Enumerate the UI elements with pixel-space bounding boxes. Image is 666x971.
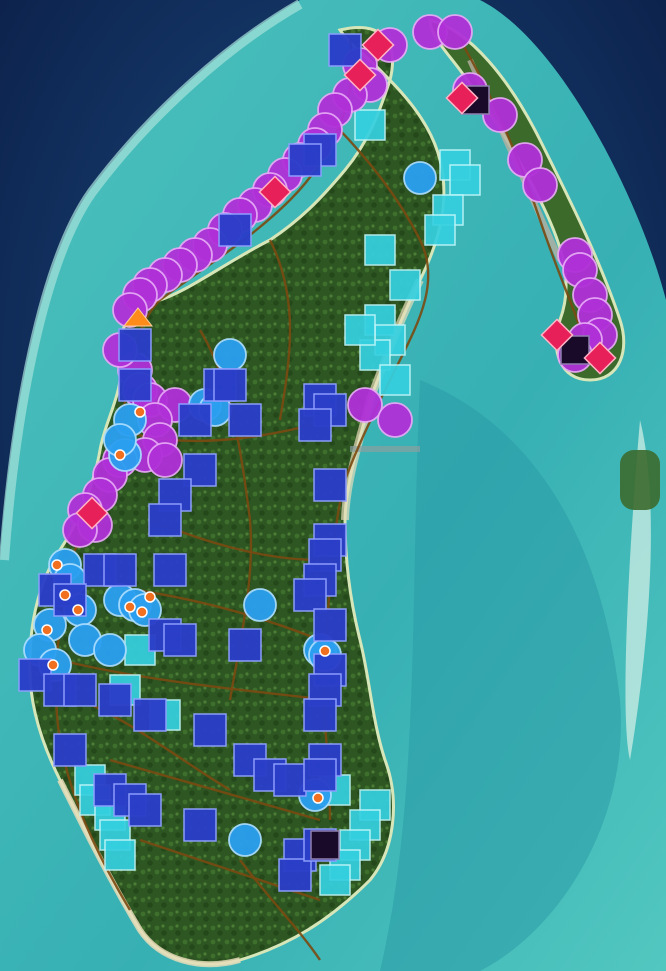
dark-square-marker[interactable]	[298, 408, 332, 442]
dark-square-marker[interactable]	[118, 328, 152, 362]
red-diamond-marker[interactable]	[540, 318, 574, 352]
road-14[interactable]	[79, 698, 231, 792]
road-8[interactable]	[109, 758, 321, 822]
blue-circle-marker[interactable]	[93, 633, 127, 667]
cyan-square-marker[interactable]	[389, 269, 421, 301]
red-diamond-marker[interactable]	[445, 81, 479, 115]
dark-square-marker[interactable]	[63, 673, 97, 707]
black-square-marker[interactable]	[310, 830, 340, 860]
orange-dot-marker[interactable]	[114, 449, 126, 461]
magenta-circle-marker[interactable]	[347, 387, 383, 423]
dark-square-marker[interactable]	[313, 608, 347, 642]
cyan-square-marker[interactable]	[449, 164, 481, 196]
dark-square-marker[interactable]	[228, 628, 262, 662]
reef-edge	[0, 0, 303, 561]
red-diamond-marker[interactable]	[258, 175, 292, 209]
dark-square-marker[interactable]	[228, 403, 262, 437]
orange-dot-marker[interactable]	[72, 604, 84, 616]
dark-square-marker[interactable]	[278, 858, 312, 892]
orange-triangle-marker[interactable]	[122, 307, 154, 327]
orange-dot-marker[interactable]	[41, 624, 53, 636]
red-diamond-marker[interactable]	[343, 58, 377, 92]
magenta-circle-marker[interactable]	[147, 442, 183, 478]
road-11[interactable]	[268, 239, 292, 421]
red-diamond-layer	[75, 28, 617, 530]
dark-square-marker[interactable]	[148, 503, 182, 537]
magenta-circle-marker[interactable]	[377, 402, 413, 438]
red-diamond-marker[interactable]	[75, 496, 109, 530]
dark-square-marker[interactable]	[293, 578, 327, 612]
dark-square-marker[interactable]	[303, 698, 337, 732]
cyan-square-marker[interactable]	[319, 864, 351, 896]
blue-circle-marker[interactable]	[213, 338, 247, 372]
dark-square-marker[interactable]	[273, 763, 307, 797]
orange-dot-marker[interactable]	[136, 606, 148, 618]
cyan-square-marker[interactable]	[424, 214, 456, 246]
road-13[interactable]	[239, 859, 321, 961]
orange-dot-marker[interactable]	[47, 659, 59, 671]
magenta-circle-marker[interactable]	[522, 167, 558, 203]
orange-dot-marker[interactable]	[134, 406, 146, 418]
blue-circle-marker[interactable]	[243, 588, 277, 622]
magenta-circle-marker[interactable]	[437, 14, 473, 50]
dark-square-marker[interactable]	[303, 758, 337, 792]
red-diamond-marker[interactable]	[361, 28, 395, 62]
beach-south	[57, 778, 241, 968]
orange-dot-marker[interactable]	[144, 591, 156, 603]
red-diamond-marker[interactable]	[583, 341, 617, 375]
cyan-square-marker[interactable]	[379, 364, 411, 396]
orange-dot-marker[interactable]	[59, 589, 71, 601]
dark-square-marker[interactable]	[328, 33, 362, 67]
dark-square-marker[interactable]	[178, 403, 212, 437]
dark-square-marker[interactable]	[183, 808, 217, 842]
orange-dot-marker[interactable]	[319, 645, 331, 657]
road-5[interactable]	[59, 658, 331, 702]
cyan-square-marker[interactable]	[354, 109, 386, 141]
cyan-square-marker[interactable]	[104, 839, 136, 871]
orange-dot-marker[interactable]	[124, 601, 136, 613]
causeway	[350, 446, 420, 452]
orange-dot-layer	[41, 406, 331, 804]
dark-square-marker[interactable]	[128, 793, 162, 827]
blue-circle-marker[interactable]	[228, 823, 262, 857]
dark-square-marker[interactable]	[163, 623, 197, 657]
cyan-square-marker[interactable]	[364, 234, 396, 266]
dark-square-marker[interactable]	[218, 213, 252, 247]
dark-square-marker[interactable]	[98, 683, 132, 717]
road-9[interactable]	[139, 838, 321, 902]
dark-square-marker[interactable]	[213, 368, 247, 402]
dark-square-marker[interactable]	[53, 733, 87, 767]
dark-square-marker[interactable]	[133, 698, 167, 732]
dark-square-marker[interactable]	[103, 553, 137, 587]
cyan-square-marker[interactable]	[344, 314, 376, 346]
blue-circle-marker[interactable]	[403, 161, 437, 195]
dark-square-marker[interactable]	[118, 368, 152, 402]
small-island-east	[620, 450, 660, 510]
dark-square-marker[interactable]	[313, 468, 347, 502]
dark-square-marker[interactable]	[288, 143, 322, 177]
orange-dot-marker[interactable]	[51, 559, 63, 571]
dark-square-layer	[18, 33, 590, 892]
magenta-circle-marker[interactable]	[482, 97, 518, 133]
lagoon-deep	[380, 380, 621, 971]
orange-dot-marker[interactable]	[312, 792, 324, 804]
dark-square-marker[interactable]	[153, 553, 187, 587]
dark-square-marker[interactable]	[193, 713, 227, 747]
